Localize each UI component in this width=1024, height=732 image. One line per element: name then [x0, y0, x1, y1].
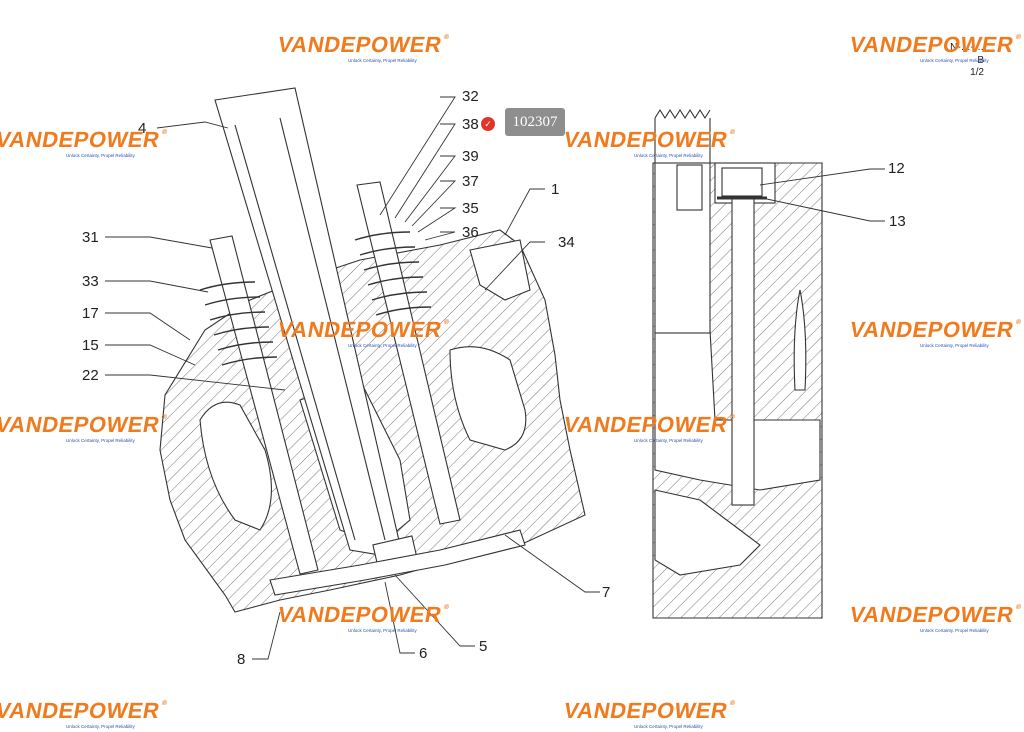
- left-section-view: [159, 87, 586, 613]
- leader-lines-right: [759, 168, 885, 222]
- callout-17: 17: [82, 305, 99, 322]
- watermark-logo: VANDEPOWER®: [561, 698, 737, 723]
- watermark-tagline: Unlock Certainty, Propel Reliability: [920, 343, 989, 348]
- intake-port: [199, 401, 272, 531]
- callout-22: 22: [82, 367, 99, 384]
- callout-38: 38: [462, 116, 479, 133]
- valve-seat: [269, 529, 526, 596]
- watermark-reg: ®: [443, 319, 451, 326]
- watermark-tagline: Unlock Certainty, Propel Reliability: [348, 58, 417, 63]
- callout-12: 12: [888, 160, 905, 177]
- callout-31: 31: [82, 229, 99, 246]
- callout-36: 36: [462, 224, 479, 241]
- watermark-reg: ®: [729, 700, 737, 707]
- head-bolt: [731, 194, 755, 506]
- sheet-info: N-…-… B 1/2: [950, 42, 984, 80]
- right-bore: [654, 329, 821, 491]
- watermark-text: VANDEPOWER: [0, 412, 162, 437]
- bolt-head: [721, 167, 763, 197]
- watermark-reg: ®: [1015, 319, 1023, 326]
- watermark-logo: VANDEPOWER®: [561, 412, 737, 437]
- leader-lines-left: [105, 96, 600, 660]
- watermark-logo: VANDEPOWER®: [0, 127, 169, 152]
- watermark-logo: VANDEPOWER®: [275, 32, 451, 57]
- watermark-logo: VANDEPOWER®: [847, 602, 1023, 627]
- watermark-reg: ®: [1015, 604, 1023, 611]
- check-icon[interactable]: ✓: [481, 117, 495, 131]
- sheet-rev: B: [977, 54, 984, 66]
- callout-37: 37: [462, 173, 479, 190]
- watermark-text: VANDEPOWER: [561, 412, 730, 437]
- watermark-logo: VANDEPOWER®: [0, 412, 169, 437]
- water-jacket: [469, 239, 531, 301]
- watermark-tagline: Unlock Certainty, Propel Reliability: [66, 438, 135, 443]
- valve-stem-left: [209, 235, 319, 575]
- lance-marker: [793, 289, 807, 391]
- watermark-text: VANDEPOWER: [0, 127, 162, 152]
- watermark-reg: ®: [1015, 34, 1023, 41]
- sheet-code: N-…-…: [950, 42, 984, 53]
- watermark-logo: VANDEPOWER®: [561, 127, 737, 152]
- watermark-text: VANDEPOWER: [847, 32, 1016, 57]
- callout-4: 4: [138, 120, 147, 137]
- watermark-text: VANDEPOWER: [275, 602, 444, 627]
- callout-7: 7: [602, 584, 611, 601]
- watermark-tagline: Unlock Certainty, Propel Reliability: [920, 628, 989, 633]
- callout-1: 1: [551, 181, 560, 198]
- exhaust-port: [449, 346, 527, 451]
- watermark-text: VANDEPOWER: [0, 698, 162, 723]
- callout-13: 13: [889, 213, 906, 230]
- watermark-reg: ®: [161, 414, 169, 421]
- watermark-reg: ®: [729, 129, 737, 136]
- valve-spring-left: [199, 281, 278, 366]
- watermark-text: VANDEPOWER: [847, 602, 1016, 627]
- watermark-text: VANDEPOWER: [561, 698, 730, 723]
- watermark-tagline: Unlock Certainty, Propel Reliability: [348, 343, 417, 348]
- watermark-reg: ®: [161, 129, 169, 136]
- watermark-tagline: Unlock Certainty, Propel Reliability: [66, 153, 135, 158]
- watermark-reg: ®: [443, 604, 451, 611]
- callout-33: 33: [82, 273, 99, 290]
- watermark-text: VANDEPOWER: [275, 32, 444, 57]
- right-section-view: [652, 108, 823, 619]
- watermark-text: VANDEPOWER: [847, 317, 1016, 342]
- watermark-tagline: Unlock Certainty, Propel Reliability: [920, 58, 989, 63]
- watermark-reg: ®: [729, 414, 737, 421]
- watermark-tagline: Unlock Certainty, Propel Reliability: [348, 628, 417, 633]
- watermark-reg: ®: [443, 34, 451, 41]
- callout-32: 32: [462, 88, 479, 105]
- callout-8: 8: [237, 651, 246, 668]
- watermark-logo: VANDEPOWER®: [275, 317, 451, 342]
- watermark-logo: VANDEPOWER®: [847, 317, 1023, 342]
- watermark-text: VANDEPOWER: [561, 127, 730, 152]
- callout-5: 5: [479, 638, 488, 655]
- sheet-page: 1/2: [970, 67, 984, 78]
- part-number-badge[interactable]: 102307: [505, 108, 565, 136]
- watermark-logo: VANDEPOWER®: [847, 32, 1023, 57]
- watermark-tagline: Unlock Certainty, Propel Reliability: [634, 153, 703, 158]
- watermark-logo: VANDEPOWER®: [275, 602, 451, 627]
- watermark-reg: ®: [161, 700, 169, 707]
- right-port: [654, 489, 761, 576]
- dowel: [676, 164, 703, 211]
- watermark-tagline: Unlock Certainty, Propel Reliability: [634, 724, 703, 729]
- watermark-logo: VANDEPOWER®: [0, 698, 169, 723]
- callout-15: 15: [82, 337, 99, 354]
- watermark-tagline: Unlock Certainty, Propel Reliability: [66, 724, 135, 729]
- watermark-text: VANDEPOWER: [275, 317, 444, 342]
- callout-6: 6: [419, 645, 428, 662]
- callout-34: 34: [558, 234, 575, 251]
- callout-35: 35: [462, 200, 479, 217]
- valve-spring-right: [354, 231, 432, 316]
- watermark-tagline: Unlock Certainty, Propel Reliability: [634, 438, 703, 443]
- valve-stem-right: [356, 181, 461, 525]
- callout-39: 39: [462, 148, 479, 165]
